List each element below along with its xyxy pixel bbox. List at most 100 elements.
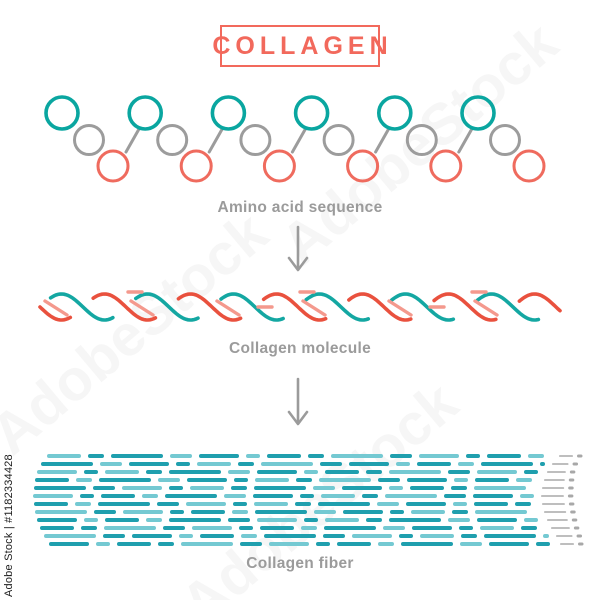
fiber-dash (466, 454, 480, 458)
fiber-dash (169, 518, 221, 522)
coral-circle (262, 149, 296, 183)
chain-link (457, 127, 474, 154)
amino-acid-sequence-label: Amino acid sequence (217, 199, 383, 216)
fiber-tail-line (551, 527, 570, 529)
fiber-dash (197, 462, 231, 466)
fiber-tail-line (542, 503, 565, 505)
fiber-dash (100, 462, 122, 466)
fiber-dash (366, 518, 382, 522)
fiber-dash (390, 454, 412, 458)
gray-circle (73, 124, 105, 156)
fiber-dash (81, 526, 97, 530)
fiber-dash (406, 502, 446, 506)
fiber-dash (536, 542, 550, 546)
fiber-dash (246, 454, 260, 458)
fiber-dash (319, 478, 371, 482)
fiber-dash (295, 502, 311, 506)
coral-circle (512, 149, 546, 183)
fiber-dash (44, 534, 96, 538)
fiber-dash (117, 542, 151, 546)
fiber-dash (241, 534, 257, 538)
coral-circle (346, 149, 380, 183)
fiber-dash (122, 486, 162, 490)
fiber-tail-dot (568, 502, 575, 506)
gray-circle (239, 124, 272, 156)
fiber-dash (35, 510, 87, 514)
fiber-dash (96, 542, 110, 546)
fiber-dash (41, 462, 93, 466)
teal-circle (127, 95, 163, 131)
fiber-dash (389, 518, 441, 522)
fiber-dash (343, 510, 383, 514)
fiber-dash (267, 454, 301, 458)
fiber-tail-dot (572, 462, 579, 466)
fiber-dash (349, 462, 389, 466)
fiber-dash (316, 542, 330, 546)
fiber-dash (33, 494, 73, 498)
chain-link (124, 127, 141, 154)
fiber-dash (460, 542, 482, 546)
fiber-dash (451, 486, 467, 490)
fiber-tail-line (552, 463, 569, 465)
fiber-tail-dot (569, 470, 576, 474)
fiber-dash (146, 518, 162, 522)
fiber-dash (261, 462, 313, 466)
fiber-dash (233, 502, 247, 506)
fiber-dash (37, 470, 77, 474)
fiber-dash (377, 502, 399, 506)
fiber-dash (93, 486, 115, 490)
fiber-dash (129, 462, 169, 466)
fiber-dash (304, 470, 318, 474)
fiber-tail-dot (571, 518, 578, 522)
fiber-dash (543, 534, 549, 538)
teal-circle (376, 95, 413, 131)
fiber-tail-dot (577, 454, 583, 458)
fiber-dash (484, 534, 536, 538)
fiber-dash (481, 462, 533, 466)
fiber-dash (232, 510, 248, 514)
fiber-dash (324, 526, 376, 530)
fiber-dash (186, 502, 226, 506)
fiber-dash (163, 526, 185, 530)
fiber-dash (234, 478, 248, 482)
fiber-dash (337, 542, 371, 546)
fiber-tail-dot (570, 510, 576, 514)
fiber-dash (389, 470, 441, 474)
coral-circle (179, 149, 213, 183)
title-frame: COLLAGEN (212, 25, 388, 67)
fiber-dash (477, 470, 517, 474)
fiber-dash (98, 502, 150, 506)
stock-id-watermark: Adobe Stock | #1182334428 (3, 454, 15, 597)
fiber-dash (123, 510, 163, 514)
down-arrow-icon (287, 377, 309, 426)
fiber-dash (320, 462, 342, 466)
fiber-dash (35, 478, 69, 482)
fiber-dash (325, 470, 359, 474)
fiber-tail-line (544, 479, 565, 481)
salmon-strand-dash (301, 299, 327, 317)
fiber-dash (99, 478, 151, 482)
fiber-dash (170, 454, 192, 458)
fiber-dash (480, 526, 514, 530)
fiber-dash (323, 534, 345, 538)
fiber-dash (378, 542, 394, 546)
fiber-dash (146, 470, 162, 474)
fiber-dash (142, 494, 158, 498)
fiber-dash (475, 510, 527, 514)
fiber-dash (524, 470, 538, 474)
fiber-dash (239, 526, 253, 530)
fiber-dash (458, 462, 474, 466)
fiber-dash (257, 470, 297, 474)
collagen-molecule-label: Collagen molecule (228, 340, 372, 357)
fiber-dash (101, 494, 135, 498)
collagen-molecule-graphic (38, 290, 562, 322)
fiber-dash (448, 470, 470, 474)
down-arrow-icon (287, 225, 309, 272)
fiber-dash (524, 518, 538, 522)
fiber-dash (228, 470, 250, 474)
fiber-dash (461, 534, 477, 538)
fiber-dash (80, 494, 94, 498)
fiber-dash (401, 542, 453, 546)
fiber-dash (105, 518, 139, 522)
